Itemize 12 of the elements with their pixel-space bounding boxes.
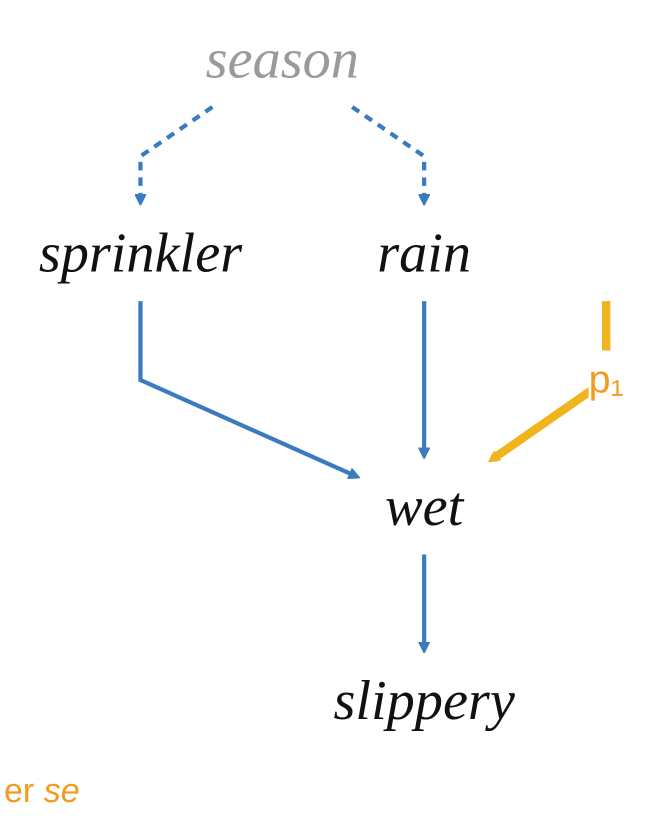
arrow — [351, 105, 430, 206]
node-text: rain — [377, 220, 472, 284]
note-text: er se — [4, 772, 80, 811]
node-text: season — [206, 26, 359, 90]
arrow — [418, 554, 430, 654]
arrow — [418, 301, 430, 460]
arrow — [134, 105, 214, 206]
edge-label: p₁ — [588, 357, 624, 402]
node-text: wet — [385, 474, 464, 538]
node-text: slippery — [333, 668, 515, 732]
arrow — [138, 301, 360, 480]
node-text: sprinkler — [38, 220, 242, 284]
